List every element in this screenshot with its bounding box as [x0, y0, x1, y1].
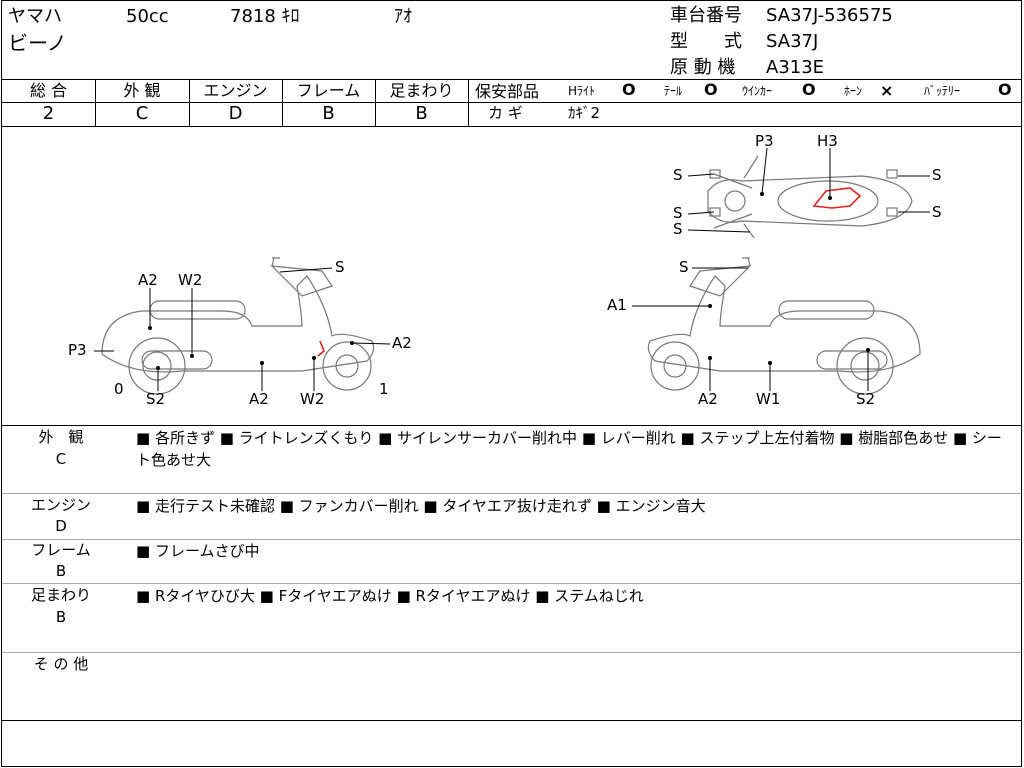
part-winker-label: ｳｲﾝｶｰ [742, 84, 773, 98]
divider [375, 79, 376, 126]
key-label: カ ギ [488, 104, 523, 122]
section-name-engine: エンジン [30, 496, 91, 514]
grade-header-suspension: 足まわり [389, 81, 454, 100]
diagram-label: 1 [379, 380, 389, 398]
part-winker-mark: O [802, 80, 816, 99]
frame-no-label: 車台番号 [670, 5, 742, 26]
grade-header-frame: フレーム [296, 81, 361, 100]
diagram-label: A2 [249, 390, 269, 408]
part-horn-mark: × [880, 81, 894, 100]
diagram-label: W1 [756, 390, 781, 408]
diagram-label: H3 [817, 132, 838, 150]
section-text-engine: ■ 走行テスト未確認 ■ ファンカバー削れ ■ タイヤエア抜け走れず ■ エンジ… [136, 497, 706, 515]
engine-value: A313E [766, 57, 825, 78]
section-name-suspension: 足まわり [30, 586, 91, 604]
grade-overall: 2 [42, 103, 55, 124]
type-label: 型 式 [670, 31, 742, 52]
diagram-label: S2 [856, 390, 876, 408]
diagram-label: S [673, 166, 683, 184]
diagram-label: S2 [146, 390, 166, 408]
parts-title: 保安部品 [475, 82, 540, 101]
section-text-frame: ■ フレームさび中 [136, 542, 260, 560]
part-tail-label: ﾃｰﾙ [664, 84, 683, 98]
diagram-label: P3 [755, 132, 774, 150]
section-text-exterior: ■ 各所きず ■ ライトレンズくもり ■ サイレンサーカバー削れ中 ■ レバー削… [136, 429, 1002, 469]
divider [2, 539, 1021, 540]
diagram-label: W2 [178, 271, 203, 289]
divider [189, 79, 190, 126]
grade-frame: B [322, 103, 335, 124]
part-horn-label: ﾎｰﾝ [844, 84, 863, 98]
grade-header-exterior: 外 観 [123, 81, 161, 100]
part-battery-label: ﾊﾞｯﾃﾘｰ [924, 84, 961, 98]
divider [2, 493, 1021, 494]
grade-exterior: C [135, 103, 149, 124]
diagram-label: 0 [114, 380, 124, 398]
diagram-label: W2 [300, 390, 325, 408]
diagram-label: A2 [698, 390, 718, 408]
part-battery-mark: O [998, 80, 1012, 99]
diagram-label: S [673, 204, 683, 222]
diagram-label: S [932, 203, 942, 221]
diagram-label: A2 [392, 334, 412, 352]
divider [2, 126, 1021, 127]
diagram-label: S [673, 220, 683, 238]
mileage: 7818 ｷﾛ [230, 6, 300, 27]
section-name-exterior: 外 観 [38, 428, 84, 446]
divider [95, 79, 96, 126]
divider [2, 425, 1021, 426]
divider [468, 79, 469, 126]
divider [2, 652, 1021, 653]
divider [2, 583, 1021, 584]
divider [2, 720, 1021, 721]
section-text-suspension: ■ Rタイヤひび大 ■ Fタイヤエアぬけ ■ Rタイヤエアぬけ ■ ステムねじれ [136, 587, 644, 605]
divider [468, 102, 1021, 103]
color: ｱｵ [394, 6, 412, 27]
model-name: ビーノ [8, 31, 67, 55]
grade-header-overall: 総 合 [29, 81, 68, 100]
diagram-label: A1 [607, 296, 627, 314]
scooter-diagram [94, 147, 930, 395]
maker: ヤマハ [8, 6, 62, 27]
type-value: SA37J [766, 31, 819, 52]
diagram-label: A2 [138, 271, 158, 289]
divider [2, 79, 1021, 80]
part-tail-mark: O [704, 80, 718, 99]
diagram-label: P3 [68, 341, 87, 359]
key-value: ｶｷﾞ2 [568, 104, 601, 122]
part-headlight-label: Hﾗｲﾄ [568, 84, 596, 98]
diagram-label: S [335, 258, 345, 276]
divider [2, 102, 468, 103]
section-name-other: そ の 他 [33, 655, 89, 673]
divider [282, 79, 283, 126]
section-name-frame: フレーム [31, 541, 91, 559]
section-grade-suspension: B [55, 608, 67, 626]
displacement: 50cc [126, 6, 169, 27]
section-grade-engine: D [55, 517, 67, 535]
grade-engine: D [228, 103, 243, 124]
part-headlight-mark: O [622, 80, 636, 99]
damage-mark [812, 187, 862, 209]
grade-suspension: B [415, 103, 428, 124]
engine-label: 原 動 機 [670, 57, 736, 78]
frame-no: SA37J-536575 [766, 5, 893, 26]
diagram-label: S [932, 166, 942, 184]
grade-header-engine: エンジン [203, 81, 268, 100]
diagram-label: S [679, 258, 689, 276]
section-grade-frame: B [55, 562, 67, 580]
section-grade-exterior: C [55, 450, 67, 468]
